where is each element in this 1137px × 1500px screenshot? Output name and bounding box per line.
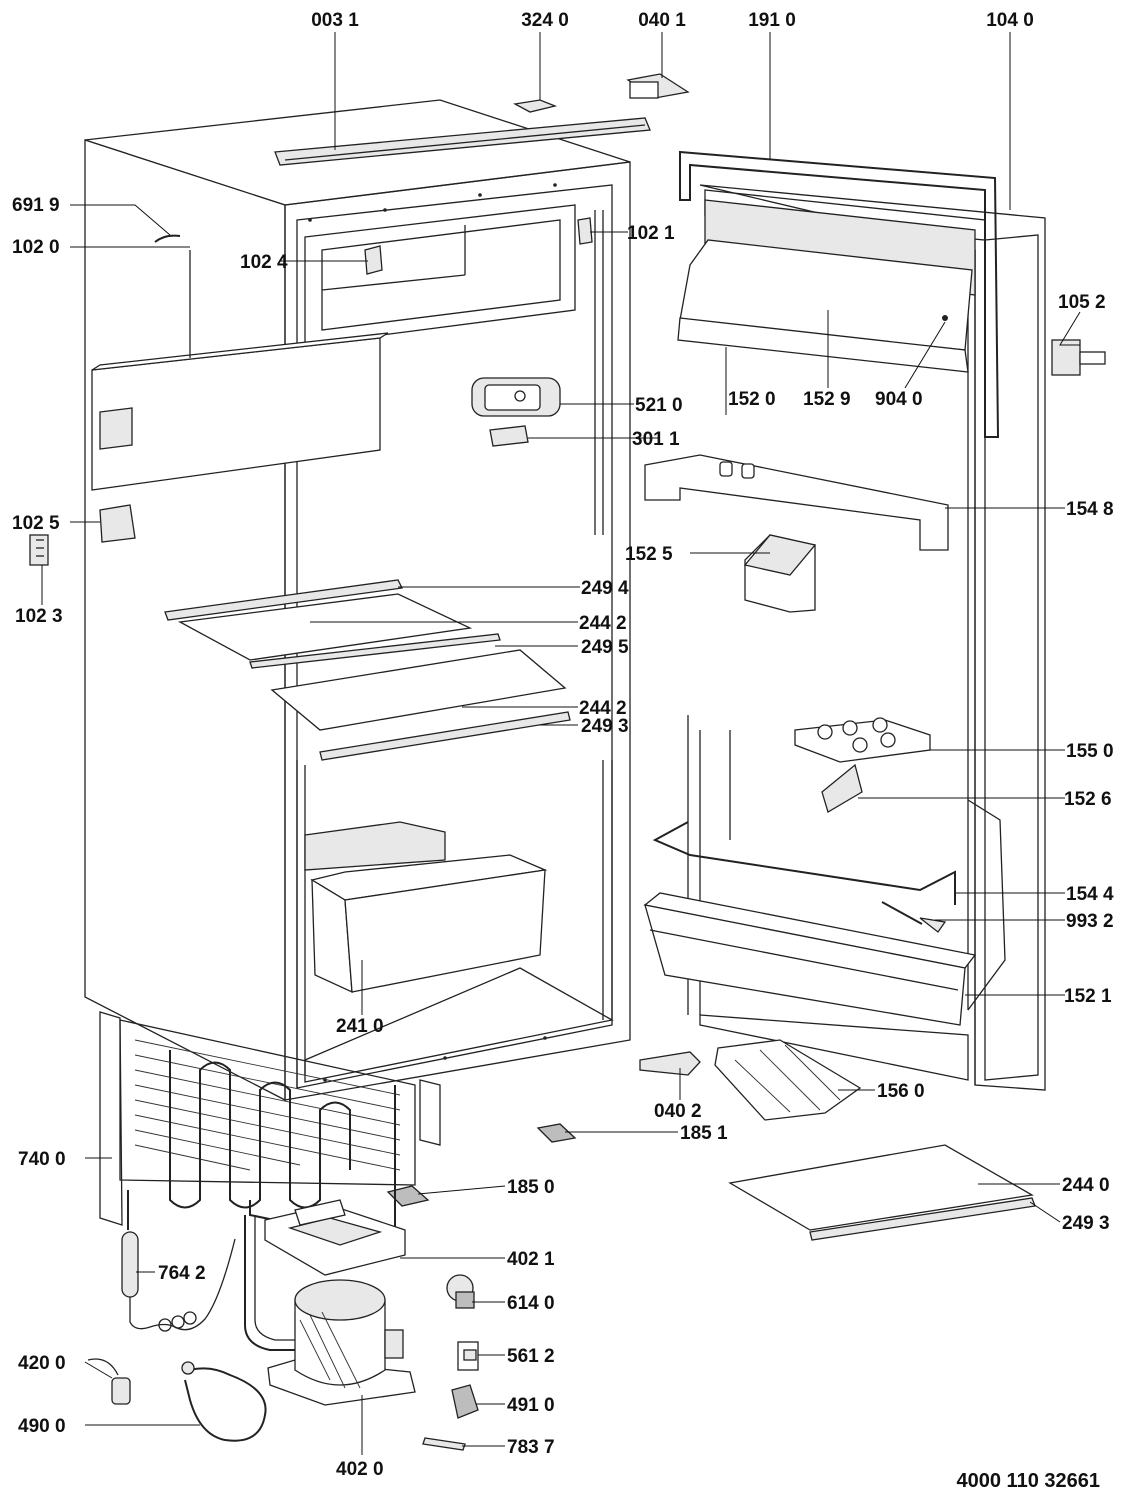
part-label: 102 5 [12, 513, 60, 534]
part-label: 324 0 [521, 10, 569, 31]
part-label: 185 0 [507, 1177, 555, 1198]
top-rail-part [274, 117, 651, 166]
light-part [881, 901, 923, 925]
glass-shelf-lower [728, 1144, 1036, 1241]
part-label: 249 3 [1062, 1213, 1110, 1234]
part-label: 003 1 [311, 10, 359, 31]
part-label: 152 1 [1064, 986, 1112, 1007]
knob-part [489, 425, 529, 447]
small-clip-part [536, 1123, 577, 1143]
part-labels: 003 1 324 0 040 1 191 0 104 0 691 9 102 … [12, 10, 1114, 1480]
part-label: 249 4 [581, 578, 629, 599]
dairy-compartment [677, 199, 976, 373]
hinge-part [364, 245, 383, 275]
part-label: 402 1 [507, 1249, 555, 1270]
part-label: 155 0 [1066, 741, 1114, 762]
thermostat-part [471, 377, 561, 417]
pipes-part [244, 1215, 310, 1351]
part-label: 152 5 [625, 544, 673, 565]
part-label: 301 1 [632, 429, 680, 450]
part-label: 764 2 [158, 1263, 206, 1284]
compressor-part [267, 1279, 416, 1406]
door-hinge-part [1051, 339, 1081, 376]
pin-part [422, 1437, 466, 1451]
small-clip-part [386, 1185, 430, 1207]
rail-part [652, 821, 956, 905]
ice-tray-part [714, 1039, 862, 1121]
part-label: 244 2 [579, 613, 627, 634]
part-label: 740 0 [18, 1149, 66, 1170]
compressor-tray-part [264, 1199, 406, 1276]
part-label: 420 0 [18, 1353, 66, 1374]
upper-door-shelf [644, 454, 949, 551]
part-label: 904 0 [875, 389, 923, 410]
wire-part [154, 234, 181, 243]
part-label: 783 7 [507, 1437, 555, 1458]
part-label: 040 2 [654, 1101, 702, 1122]
small-box-part [743, 534, 817, 613]
bottle-shelf [643, 892, 977, 1026]
cover-part [451, 1384, 479, 1419]
part-label: 402 0 [336, 1459, 384, 1480]
part-label: 185 1 [680, 1123, 728, 1144]
part-label: 152 0 [728, 389, 776, 410]
capacitor-part [87, 1358, 131, 1405]
part-label: 561 2 [507, 1346, 555, 1367]
relay-part [446, 1274, 475, 1309]
part-label: 152 9 [803, 389, 851, 410]
condenser-part [99, 1011, 441, 1226]
clip-part [512, 99, 558, 113]
bracket-bottom-part [639, 1051, 701, 1076]
flap-part [821, 763, 863, 813]
hinge-block-part [99, 504, 136, 543]
part-label: 154 8 [1066, 499, 1114, 520]
part-label: 249 3 [581, 716, 629, 737]
hinge-pin-part [29, 534, 49, 566]
part-label: 491 0 [507, 1395, 555, 1416]
part-label: 249 5 [581, 637, 629, 658]
part-label: 244 0 [1062, 1175, 1110, 1196]
document-number: 4000 110 32661 [957, 1470, 1101, 1492]
part-label: 040 1 [638, 10, 686, 31]
part-label: 993 2 [1066, 911, 1114, 932]
cord-part [181, 1361, 267, 1442]
part-label: 154 4 [1066, 884, 1114, 905]
part-label: 241 0 [336, 1016, 384, 1037]
part-label: 244 2 [579, 698, 627, 719]
part-label: 102 4 [240, 252, 288, 273]
part-label: 490 0 [18, 1416, 66, 1437]
leader-lines [41, 32, 1081, 1455]
dryer-part [121, 1190, 236, 1332]
freezer-door [91, 250, 389, 491]
hinge-part [577, 217, 593, 245]
egg-tray-part [794, 717, 931, 763]
part-label: 691 9 [12, 195, 60, 216]
part-label: 191 0 [748, 10, 796, 31]
crisper-drawer [304, 821, 548, 994]
part-label: 104 0 [986, 10, 1034, 31]
shelf-assembly [164, 579, 571, 761]
part-label: 102 0 [12, 237, 60, 258]
part-label: 102 1 [627, 223, 675, 244]
clip-bottom-part [457, 1341, 479, 1371]
part-label: 156 0 [877, 1081, 925, 1102]
part-label: 152 6 [1064, 789, 1112, 810]
part-label: 614 0 [507, 1293, 555, 1314]
part-label: 521 0 [635, 395, 683, 416]
part-label: 102 3 [15, 606, 63, 627]
part-label: 105 2 [1058, 292, 1106, 313]
